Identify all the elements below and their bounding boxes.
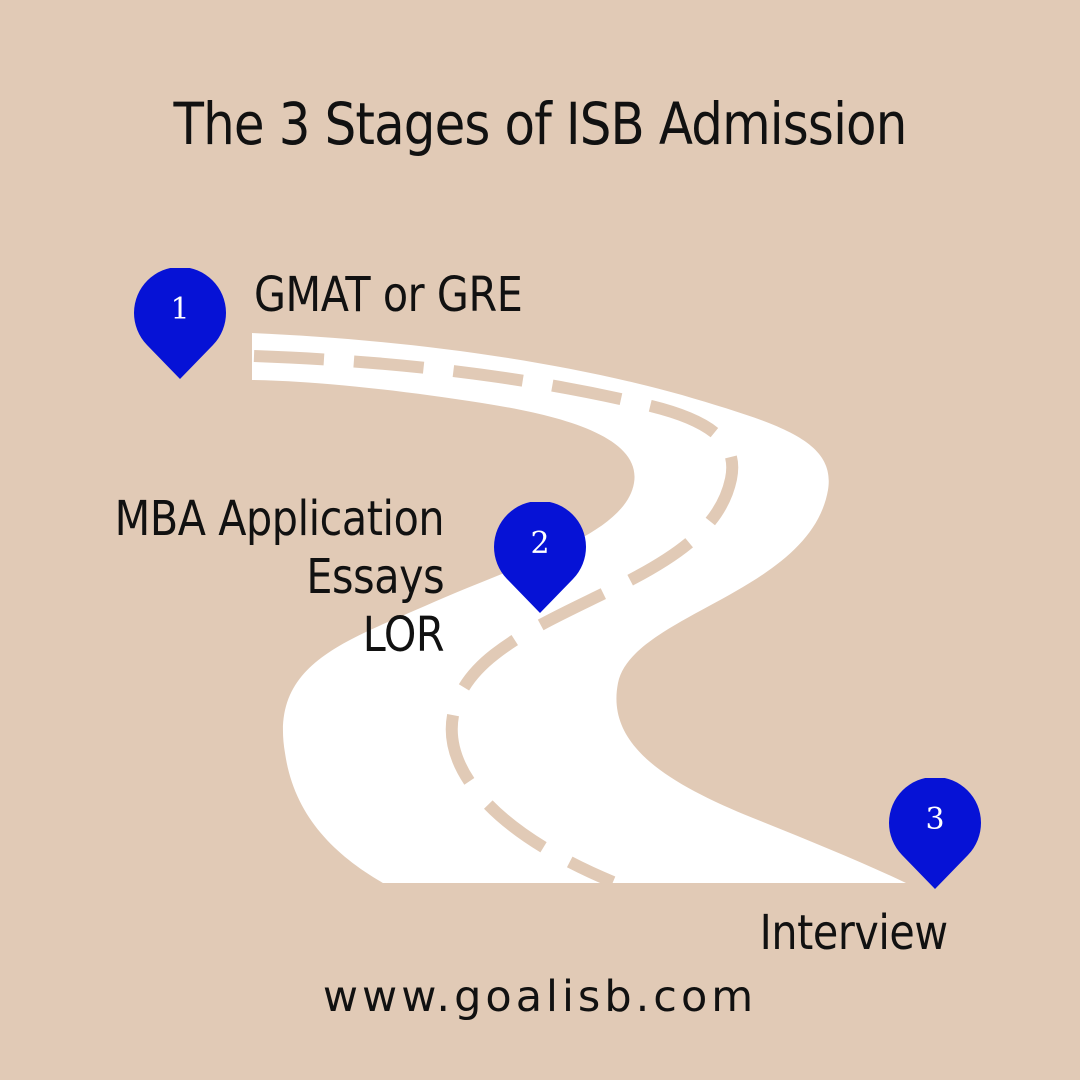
stage-1-label: GMAT or GRE: [254, 267, 523, 323]
stage-1-location-pin-icon: 1: [134, 266, 226, 380]
stage-2-number: 2: [530, 526, 550, 561]
stage-3-location-pin-icon: 3: [889, 776, 981, 890]
stage-3-number: 3: [925, 802, 945, 837]
stage-2-line-3: LOR: [362, 607, 445, 663]
stage-3-label: Interview: [759, 905, 949, 961]
stage-2-line-1: MBA Application: [114, 491, 444, 547]
stage-1-number: 1: [170, 292, 190, 327]
stage-2-location-pin-icon: 2: [494, 500, 586, 614]
location-pin-icon: [889, 776, 981, 889]
stage-2-line-2: Essays: [306, 549, 444, 605]
location-pin-icon: [134, 266, 226, 379]
stage-2-label: MBA Application Essays LOR: [114, 490, 444, 664]
road-centerline: [253, 350, 739, 888]
page-title: The 3 Stages of ISB Admission: [173, 90, 908, 158]
website-url: www.goalisb.com: [322, 972, 758, 1022]
location-pin-icon: [494, 500, 586, 613]
